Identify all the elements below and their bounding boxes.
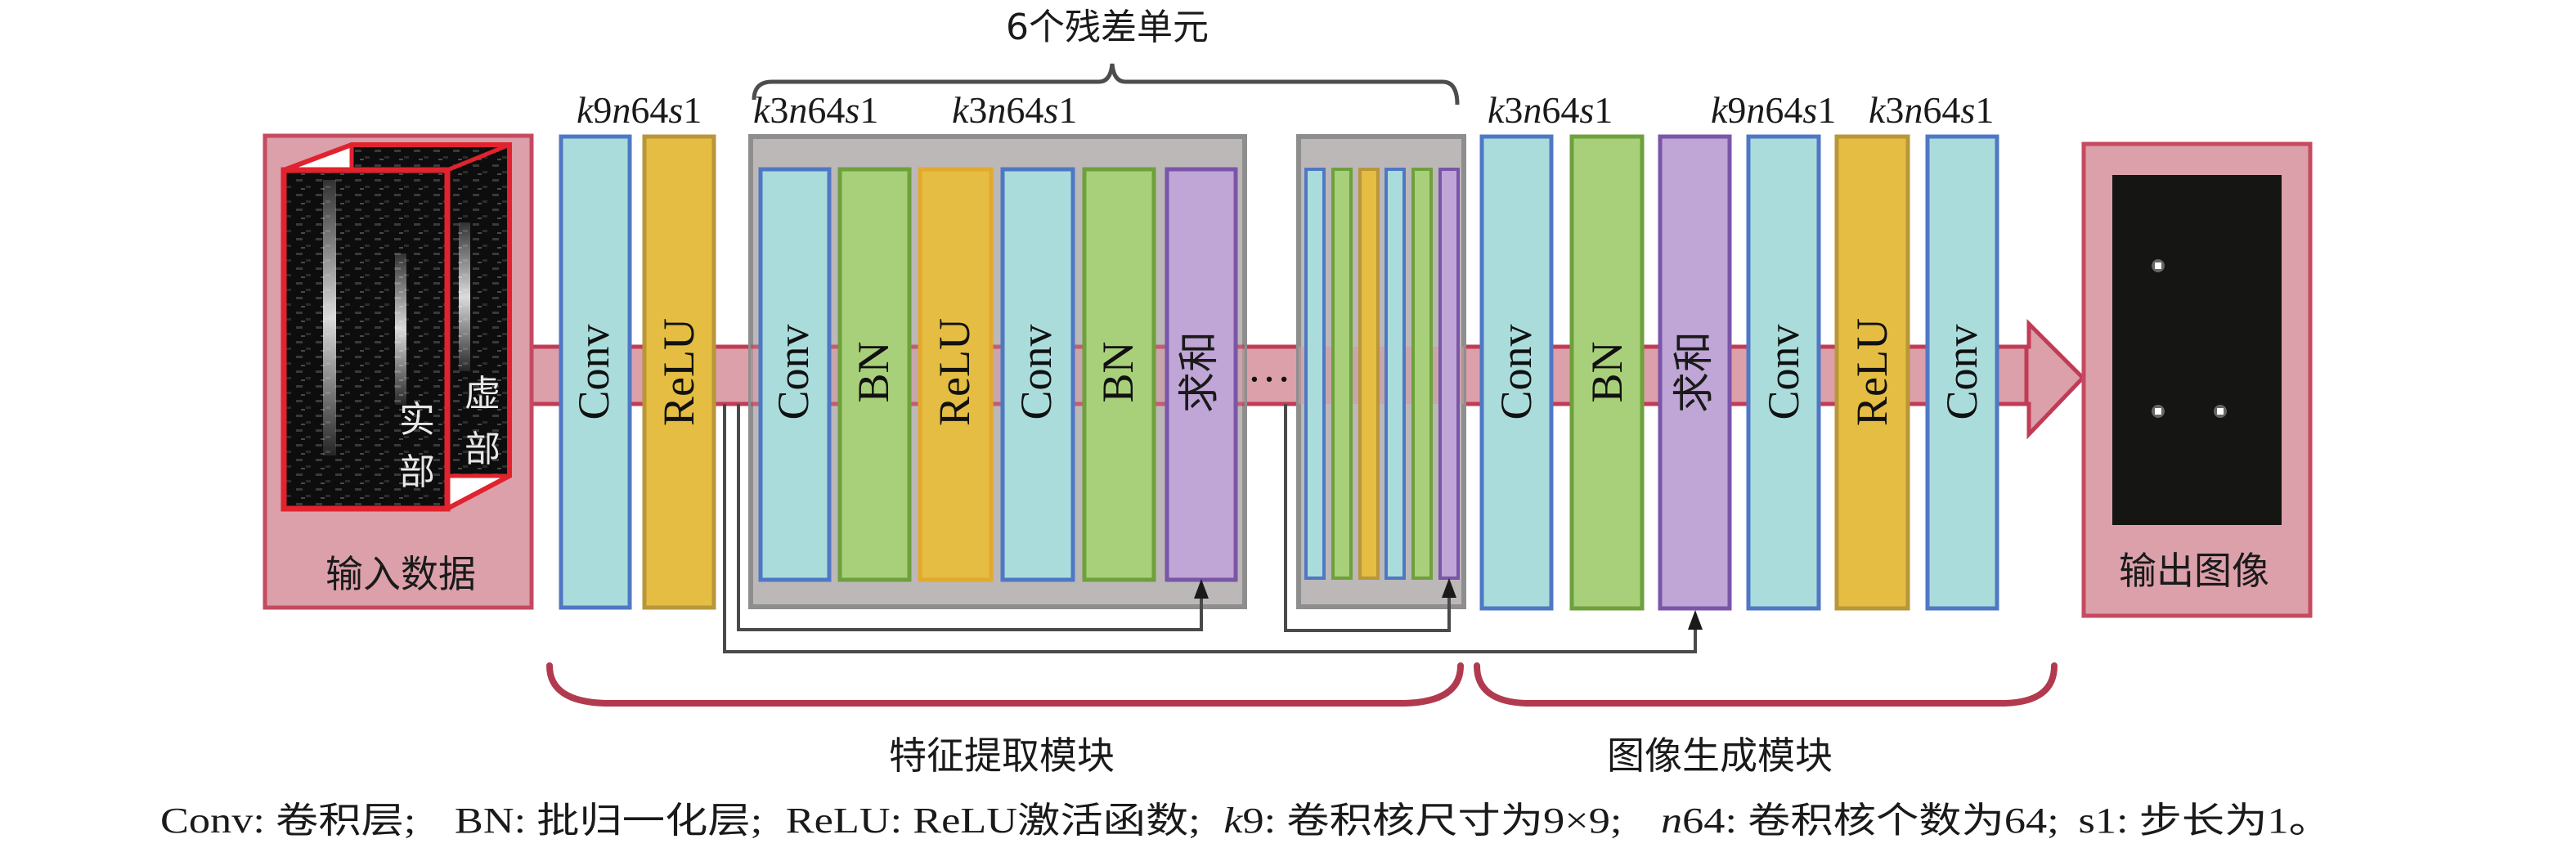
caption-n-symbol: n	[1661, 801, 1682, 841]
arrowhead-icon	[1442, 578, 1456, 598]
caption-conv: Conv: 卷积层;	[160, 801, 415, 841]
layer-label: ReLU	[1847, 318, 1896, 426]
layer-block-conv-post3: Conv	[1925, 134, 1999, 611]
skip-connection-unitN	[1284, 404, 1451, 632]
real-part-image	[284, 170, 447, 509]
mini-relu	[1358, 168, 1380, 580]
layer-label: Conv	[1012, 324, 1061, 420]
arrowhead-icon	[1688, 610, 1703, 630]
layer-block-relu-res1: ReLU	[918, 167, 994, 582]
param-label-gen-conv2: k3n64s1	[1869, 89, 1994, 131]
layer-block-conv-res1: Conv	[758, 167, 832, 582]
residual-unit-compressed	[1296, 134, 1466, 609]
pre-layers: Conv ReLU	[559, 134, 716, 610]
imag-part-label-2: 部	[464, 428, 500, 470]
layer-label: Conv	[1492, 324, 1541, 420]
param-labels: k9n64s1 k3n64s1 k3n64s1 k3n64s1 k9n64s1 …	[577, 89, 1994, 131]
residual-unit-expanded: Conv BN ReLU Conv BN 求和	[748, 134, 1247, 609]
ellipsis: …	[1247, 342, 1291, 391]
layer-label: 求和	[1670, 331, 1717, 413]
layer-block-bn-post: BN	[1569, 134, 1645, 611]
generation-module-label: 图像生成模块	[1607, 734, 1833, 778]
param-label-gen-conv1: k9n64s1	[1711, 89, 1836, 131]
legend-caption: Conv: 卷积层; BN: 批归一化层; ReLU: ReLU激活函数; k9: 卷…	[160, 801, 2331, 841]
caption-kernel-count: 64: 卷积核个数为64;	[1682, 801, 2059, 841]
mini-bn	[1411, 168, 1433, 580]
caption-stride: s1: 步长为1。	[2079, 801, 2331, 841]
caption-k-symbol: k	[1223, 801, 1244, 841]
caption-bn: BN: 批归一化层;	[455, 801, 762, 841]
target-points	[2152, 259, 2227, 418]
layer-label: 求和	[1175, 331, 1223, 413]
input-data-label: 输入数据	[325, 552, 476, 596]
layer-label: BN	[849, 341, 898, 402]
imag-signal-stripe	[459, 222, 470, 371]
output-image	[2112, 175, 2282, 525]
mini-bn	[1331, 168, 1353, 580]
residual-flow-band	[751, 347, 1245, 404]
param-label-res-conv1: k3n64s1	[753, 89, 878, 131]
generation-module-brace	[1474, 662, 2058, 707]
caption-relu: ReLU: ReLU激活函数;	[786, 801, 1200, 841]
residual-units-brace	[752, 63, 1460, 105]
layer-label: Conv	[569, 324, 618, 420]
layer-block-conv-pre: Conv	[559, 134, 632, 610]
mini-conv	[1304, 168, 1326, 580]
layer-label: Conv	[1937, 324, 1986, 420]
input-data-box: 实 部 虚 部 输入数据	[263, 133, 534, 610]
layer-label: BN	[1093, 341, 1142, 402]
param-label-first-conv: k9n64s1	[577, 89, 702, 131]
layer-block-relu-pre: ReLU	[642, 134, 716, 610]
real-part-label-2: 部	[399, 451, 435, 493]
feature-module-brace	[546, 662, 1464, 707]
layer-label: ReLU	[654, 318, 703, 426]
residual-units-title: 6个残差单元	[1006, 7, 1209, 48]
param-label-res-conv2: k3n64s1	[952, 89, 1077, 131]
flow-arrowhead	[2024, 318, 2086, 440]
layer-block-conv-res2: Conv	[1000, 167, 1075, 582]
layer-label: BN	[1582, 341, 1631, 402]
skip-connection-global	[723, 404, 1697, 653]
layer-block-bn-res2: BN	[1082, 167, 1156, 582]
mini-conv	[1384, 168, 1406, 580]
param-label-post-conv: k3n64s1	[1488, 89, 1613, 131]
real-signal-stripe-1	[323, 180, 336, 455]
skip-connection-unit1	[737, 404, 1203, 631]
feature-module-label: 特征提取模块	[889, 734, 1115, 778]
layer-block-sum-post: 求和	[1658, 134, 1732, 611]
layer-label: Conv	[769, 324, 818, 420]
real-signal-stripe-2	[395, 254, 406, 405]
imag-part-label-1: 虚	[464, 373, 500, 415]
layer-block-bn-res1: BN	[837, 167, 912, 582]
caption-kernel-size: 9: 卷积核尺寸为9×9;	[1243, 801, 1622, 841]
layer-label: Conv	[1759, 324, 1808, 420]
output-image-label: 输出图像	[2119, 549, 2269, 593]
mini-sum	[1438, 168, 1460, 580]
real-part-label-1: 实	[399, 399, 435, 441]
layer-label: ReLU	[930, 318, 979, 426]
output-image-box: 输出图像	[2081, 141, 2313, 618]
post-layers: Conv BN 求和 Conv ReLU Conv	[1479, 134, 1999, 611]
layer-block-relu-post: ReLU	[1834, 134, 1910, 611]
residual-flow-band	[1299, 347, 1464, 404]
arrowhead-icon	[1194, 579, 1209, 599]
layer-block-conv-post1: Conv	[1479, 134, 1554, 611]
layer-block-conv-post2: Conv	[1746, 134, 1821, 611]
skip-connections	[723, 404, 1703, 653]
layer-block-sum-res: 求和	[1165, 167, 1238, 582]
